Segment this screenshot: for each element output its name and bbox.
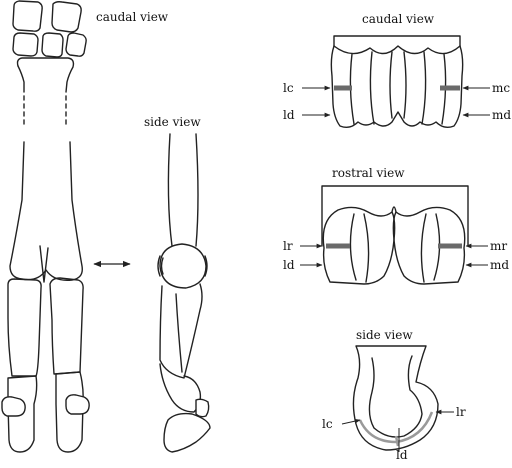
cannon-bone-upper [16, 57, 75, 125]
arrow-lc-side [341, 418, 361, 425]
label-lc-caudal: lc [283, 81, 294, 95]
side-limb-drawing [157, 133, 211, 453]
title-caudal-view-limb: caudal view [96, 10, 169, 24]
title-caudal-view-detail: caudal view [362, 12, 435, 26]
proximal-phalanges [7, 277, 84, 377]
carpal-bones [12, 0, 87, 58]
distal-phalanges [1, 371, 90, 453]
cannon-bone-lower [9, 141, 83, 283]
caudal-detail-drawing [330, 35, 464, 129]
label-ld-side: ld [396, 448, 408, 462]
rostral-detail-drawing [321, 185, 469, 285]
label-lc-side: lc [322, 417, 333, 431]
title-side-view-detail: side view [356, 328, 413, 342]
label-ld-caudal: ld [283, 108, 295, 122]
title-rostral-view: rostral view [332, 166, 405, 180]
side-detail-drawing [352, 345, 439, 451]
title-side-view-limb: side view [144, 115, 201, 129]
label-md-caudal: md [492, 108, 512, 122]
label-mr: mr [490, 239, 508, 253]
label-mc: mc [492, 81, 511, 95]
label-md-rostral: md [490, 258, 510, 272]
label-lr: lr [283, 239, 293, 253]
label-ld-rostral: ld [283, 258, 295, 272]
label-lr-side: lr [456, 405, 466, 419]
